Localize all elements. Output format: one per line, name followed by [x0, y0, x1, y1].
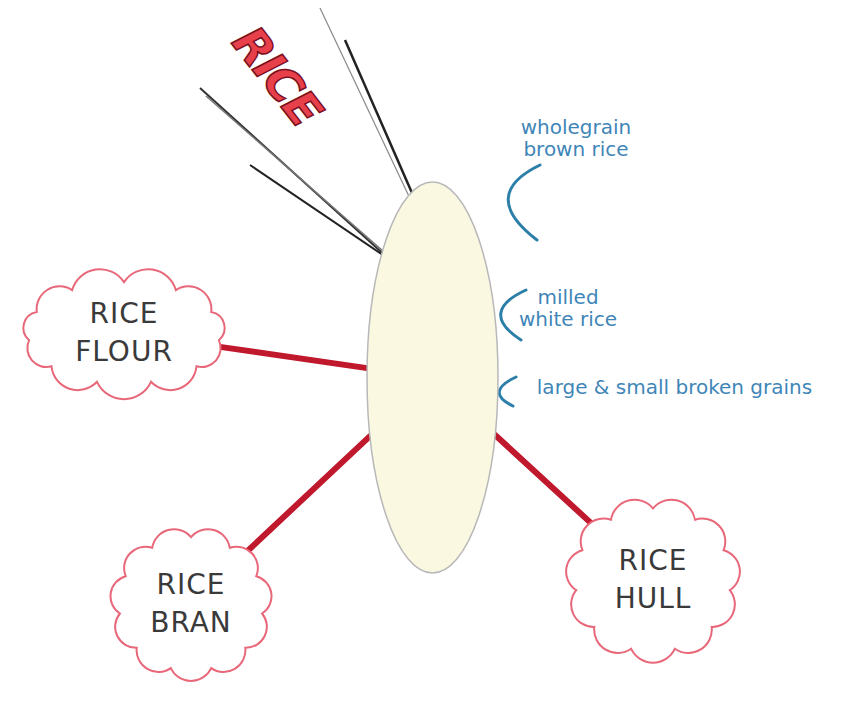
rice-grain: RICE: [365, 180, 500, 575]
cloud-outline: [8, 262, 240, 404]
grain-shape: [367, 182, 498, 573]
cloud-node: RICE FLOUR: [8, 262, 240, 404]
grain-outline: [365, 180, 500, 575]
red-connector: [240, 436, 371, 558]
cloud-text: RICE HULL: [588, 542, 718, 618]
cloud-shape: [110, 529, 271, 681]
blue-bracket: [499, 377, 516, 406]
topic-title: RICE: [222, 16, 332, 136]
red-connector: [215, 346, 368, 368]
cloud-node: RICE BRAN: [100, 518, 282, 690]
red-connector: [495, 435, 599, 531]
cloud-text: RICE FLOUR: [59, 295, 189, 371]
cloud-node: RICE HULL: [555, 488, 751, 672]
blue-note: milled white rice: [518, 286, 618, 330]
blue-note: wholegrain brown rice: [506, 116, 646, 160]
cloud-outline: [555, 488, 751, 672]
cloud-shape: [566, 500, 740, 663]
cloud-shape: [23, 269, 224, 399]
blue-bracket: [508, 165, 540, 240]
cloud-text: RICE BRAN: [126, 566, 256, 642]
blue-note: large & small broken grains: [512, 376, 837, 398]
cloud-outline: [100, 518, 282, 690]
